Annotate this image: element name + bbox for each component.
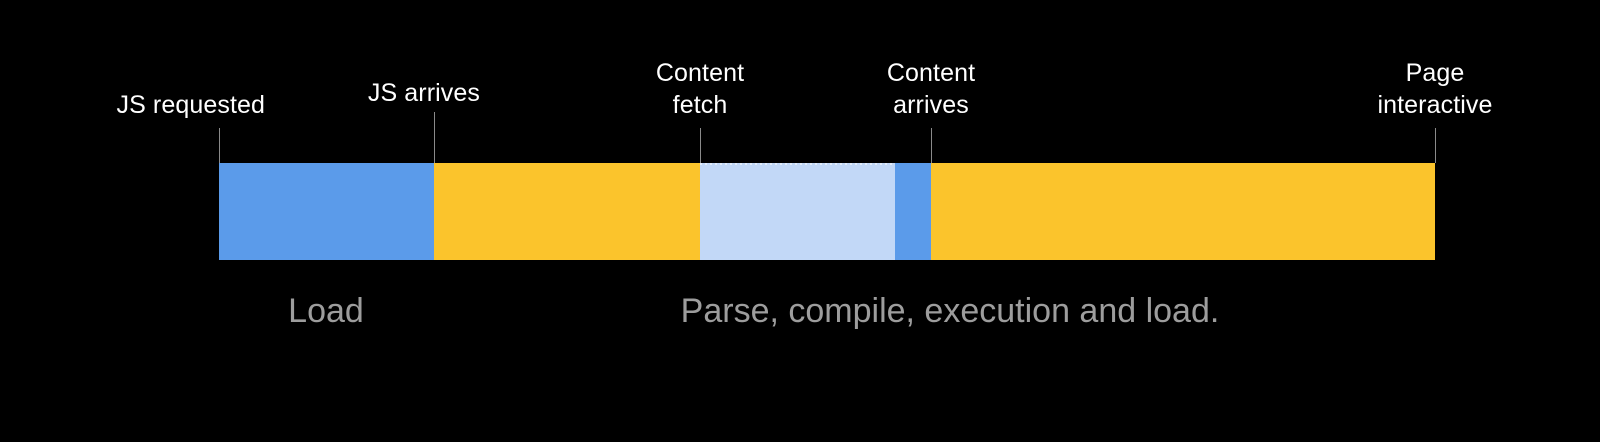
marker-label-js-requested-line-1: JS requested bbox=[116, 91, 265, 119]
marker-label-js-arrives-line-1: JS arrives bbox=[367, 79, 480, 107]
marker-label-page-interactive-line-2: interactive bbox=[1377, 90, 1493, 119]
segment-js-download bbox=[219, 163, 434, 260]
phase-label-load: Load bbox=[288, 292, 364, 330]
phase-label-process: Parse, compile, execution and load. bbox=[680, 292, 1220, 330]
leader-line-page-interactive bbox=[1435, 128, 1436, 163]
marker-label-content-arrives: Content arrives bbox=[887, 58, 975, 121]
marker-label-content-fetch-line-1: Content bbox=[655, 59, 745, 87]
marker-label-content-arrives-line-1: Content bbox=[886, 59, 976, 87]
segment-js-parse-compile bbox=[434, 163, 700, 260]
marker-label-content-fetch-line-2: fetch bbox=[672, 90, 728, 119]
marker-label-page-interactive-line-1: Page bbox=[1405, 59, 1465, 87]
marker-label-page-interactive: Page interactive bbox=[1377, 58, 1492, 121]
leader-line-content-fetch bbox=[700, 128, 701, 163]
timeline-bar bbox=[219, 163, 1435, 260]
segment-content-work bbox=[931, 163, 1435, 260]
leader-line-js-requested bbox=[219, 128, 220, 163]
marker-label-content-fetch: Content fetch bbox=[656, 58, 744, 121]
leader-line-content-arrives bbox=[931, 128, 932, 163]
segment-content-download bbox=[895, 163, 931, 260]
leader-line-js-arrives bbox=[434, 112, 435, 163]
segment-content-fetch bbox=[700, 163, 895, 260]
marker-label-content-arrives-line-2: arrives bbox=[893, 90, 969, 119]
